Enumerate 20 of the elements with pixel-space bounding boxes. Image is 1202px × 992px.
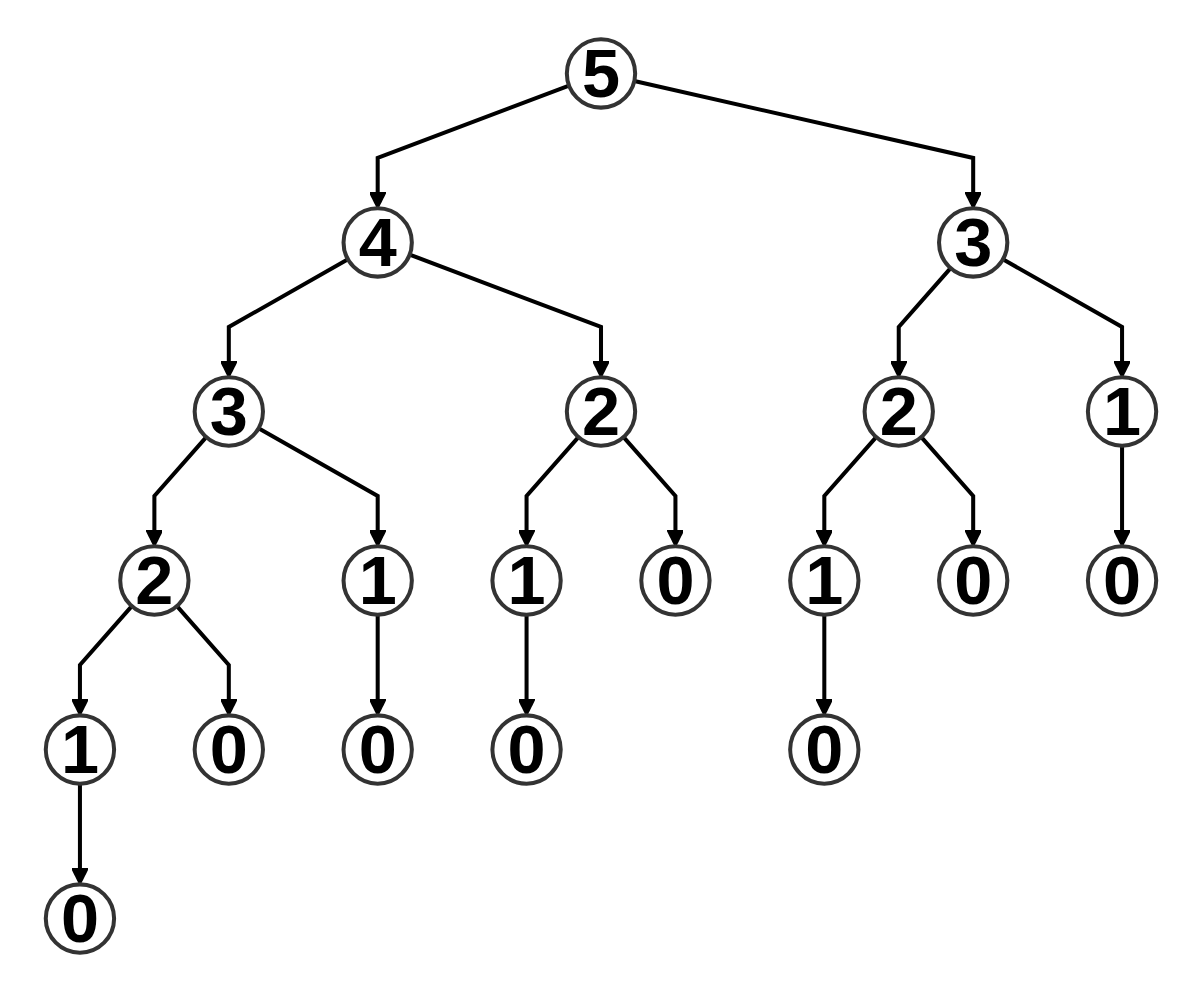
node-circle: 0 (490, 713, 563, 786)
node-circle: 1 (341, 544, 414, 617)
node-circle: 0 (639, 544, 712, 617)
node-circle: 5 (564, 37, 638, 110)
node-circle: 0 (341, 713, 414, 786)
node-circle: 0 (1085, 544, 1159, 617)
node-circle: 2 (862, 375, 935, 448)
node-circle: 3 (937, 206, 1010, 279)
node-circle: 0 (788, 713, 861, 786)
node-circle: 0 (937, 544, 1010, 617)
node-circle: 2 (118, 544, 191, 617)
node-circle: 4 (341, 206, 414, 279)
node-circle: 1 (788, 544, 861, 617)
node-circle: 1 (43, 713, 117, 786)
node-circle: 1 (490, 544, 563, 617)
node-circle: 1 (1085, 375, 1159, 448)
node-circle: 2 (564, 375, 638, 448)
node-circle: 0 (43, 882, 117, 955)
node-circle: 3 (192, 375, 265, 448)
node-circle: 0 (192, 713, 265, 786)
